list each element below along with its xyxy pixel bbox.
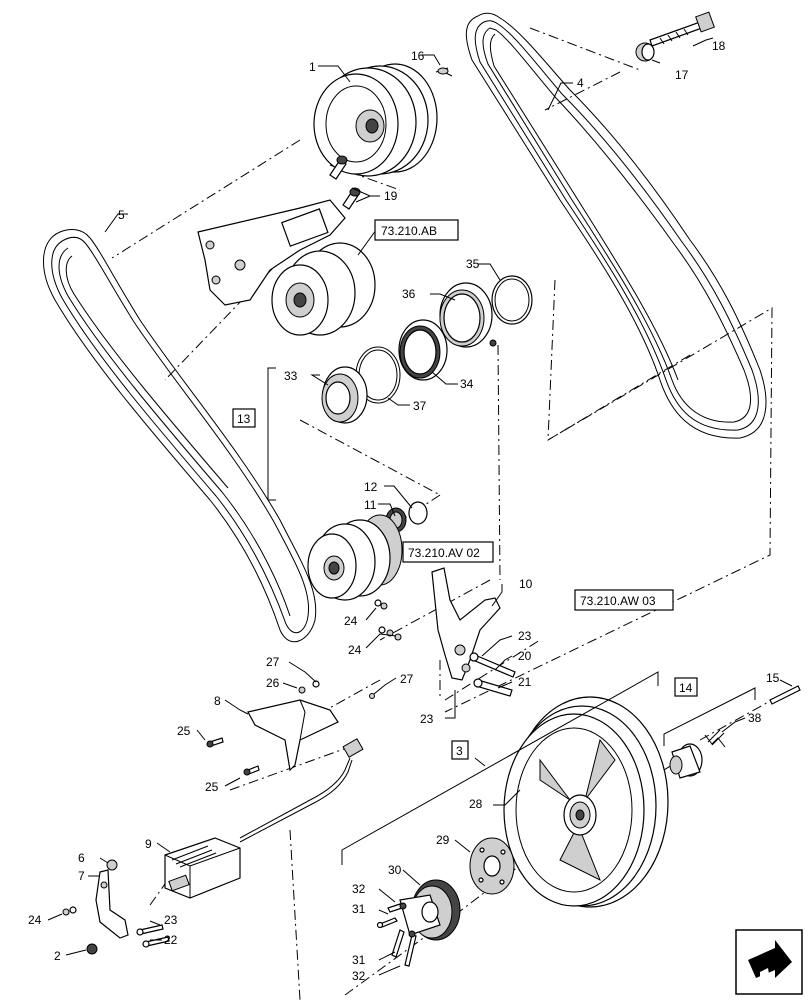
actuator-9 xyxy=(164,738,364,899)
ring-35 xyxy=(491,275,533,325)
callout-6: 6 xyxy=(78,851,85,865)
nut-2 xyxy=(86,943,98,955)
callout-26: 26 xyxy=(266,676,280,690)
leader-lines xyxy=(47,37,793,976)
callout-16: 16 xyxy=(411,49,425,63)
callout-11: 11 xyxy=(364,498,377,512)
group-box-13: 13 xyxy=(232,408,256,428)
callout-5: 5 xyxy=(118,208,125,222)
callout-4: 4 xyxy=(577,76,584,90)
idler-bracket-assembly xyxy=(197,199,376,336)
gear-33 xyxy=(321,366,368,424)
lever-10 xyxy=(431,567,501,681)
hub-38 xyxy=(669,729,726,779)
callout-labels: 1 16 18 17 4 5 19 35 36 33 34 37 12 11 1… xyxy=(28,39,780,983)
reference-label-ab: 73.210.AB xyxy=(381,224,437,238)
callout-7: 7 xyxy=(78,869,85,883)
callout-32a: 32 xyxy=(352,882,366,896)
flange-29 xyxy=(469,837,515,895)
group-box-14: 14 xyxy=(674,677,698,697)
callout-24b: 24 xyxy=(348,643,362,657)
callout-24a: 24 xyxy=(344,614,358,628)
bracket-8 xyxy=(247,699,339,772)
callout-29: 29 xyxy=(436,833,450,847)
callout-21: 21 xyxy=(518,675,532,689)
reference-label-av02: 73.210.AV 02 xyxy=(408,546,480,560)
hardware-24-lower xyxy=(62,906,77,916)
callout-23b: 23 xyxy=(420,712,434,726)
bolts-31-32 xyxy=(376,902,417,967)
callout-18: 18 xyxy=(712,39,726,53)
callout-30: 30 xyxy=(388,863,402,877)
callout-36: 36 xyxy=(402,287,416,301)
ring-36 xyxy=(439,282,497,348)
pin-21 xyxy=(473,678,513,697)
nut-6 xyxy=(106,859,118,871)
callout-19: 19 xyxy=(384,189,398,203)
callout-37: 37 xyxy=(413,399,427,413)
callout-23a: 23 xyxy=(518,629,532,643)
callout-28: 28 xyxy=(469,797,483,811)
callout-10: 10 xyxy=(519,577,533,591)
callout-27b: 27 xyxy=(400,672,414,686)
group-box-3: 3 xyxy=(451,740,469,760)
callout-35: 35 xyxy=(466,257,480,271)
callout-31a: 31 xyxy=(352,902,366,916)
callout-25b: 25 xyxy=(205,780,219,794)
gear-pulley-assembly xyxy=(307,514,403,601)
ring-12 xyxy=(408,501,428,525)
callout-13: 13 xyxy=(237,412,251,426)
group-13-bracket xyxy=(267,367,276,501)
hardware-26-27 xyxy=(298,680,375,699)
callout-17: 17 xyxy=(675,68,689,82)
reference-73-210-ab: 73.210.AB xyxy=(374,219,459,241)
group-14-bracket xyxy=(663,687,756,746)
callout-32b: 32 xyxy=(352,969,366,983)
bolt-18 xyxy=(649,11,715,47)
belt-5 xyxy=(43,229,317,643)
ring-34 xyxy=(398,319,448,381)
pulley-28 xyxy=(503,696,669,908)
bracket-7 xyxy=(95,869,129,939)
callout-2: 2 xyxy=(54,949,61,963)
gear-hub-30 xyxy=(399,879,461,941)
callout-15: 15 xyxy=(766,671,780,685)
callout-20: 20 xyxy=(518,649,532,663)
callout-23c: 23 xyxy=(164,913,178,927)
washer-17 xyxy=(635,42,655,62)
reference-label-aw03: 73.210.AW 03 xyxy=(580,594,656,608)
callout-27a: 27 xyxy=(266,655,280,669)
callout-34: 34 xyxy=(460,377,474,391)
callout-24c: 24 xyxy=(28,913,42,927)
callout-8: 8 xyxy=(214,694,221,708)
callout-14: 14 xyxy=(679,681,693,695)
group-3-bracket xyxy=(341,671,659,865)
callout-9: 9 xyxy=(145,837,152,851)
callout-31b: 31 xyxy=(352,953,366,967)
reference-73-210-av-02: 73.210.AV 02 xyxy=(402,541,494,563)
next-page-arrow-icon[interactable] xyxy=(735,929,803,995)
callout-1: 1 xyxy=(309,60,316,74)
callout-25a: 25 xyxy=(177,724,191,738)
pulley-1 xyxy=(313,63,453,177)
reference-73-210-aw-03: 73.210.AW 03 xyxy=(574,589,674,611)
pin-15 xyxy=(769,685,801,705)
callout-22: 22 xyxy=(164,933,178,947)
bolts-25 xyxy=(206,737,260,776)
callout-38: 38 xyxy=(748,711,762,725)
pin-20 xyxy=(469,652,516,678)
hardware-24-upper xyxy=(374,599,402,641)
screws-22-23 xyxy=(136,924,170,948)
callout-12: 12 xyxy=(364,480,378,494)
callout-3: 3 xyxy=(456,744,463,758)
belt-4 xyxy=(465,12,767,439)
callout-33: 33 xyxy=(284,369,298,383)
